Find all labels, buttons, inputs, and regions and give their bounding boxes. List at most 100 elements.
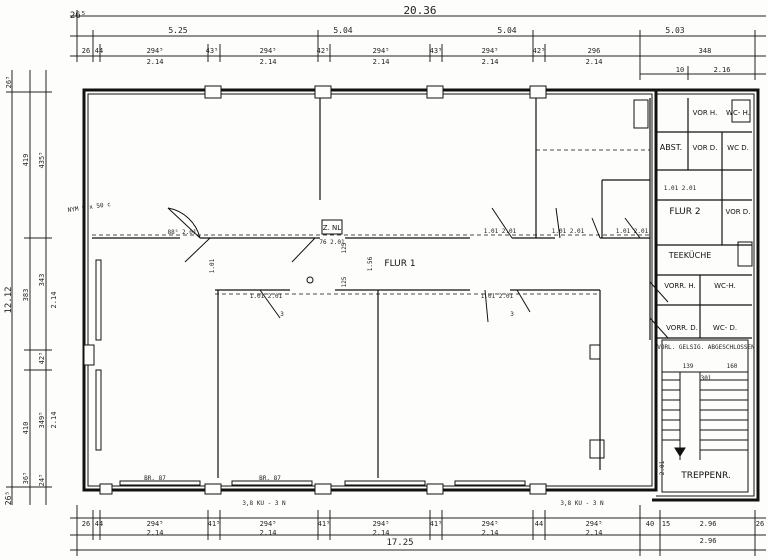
misc-label: 125: [341, 242, 348, 253]
door-dimension-labels: 88⁵ 2.01 76 2.01 1.01 2.01 1.01 2.01 1.0…: [168, 185, 697, 300]
door-swings: [167, 207, 669, 339]
bottom-detail: 294⁵: [373, 520, 390, 528]
overall-left-dim: 12.12: [4, 286, 14, 313]
bottom-detail: 44: [535, 520, 543, 528]
bottom-detail: 15: [662, 520, 670, 528]
bottom-dimension-chains: [70, 505, 766, 556]
bottom-sub: 2.14: [373, 529, 390, 537]
bottom-detail: 41⁵: [208, 520, 221, 528]
left-detail: 24⁵: [38, 474, 46, 487]
misc-label: 3: [280, 311, 284, 318]
bottom-detail: 294⁵: [260, 520, 277, 528]
top-segment-4: 5.03: [665, 26, 684, 35]
left-detail: 343: [38, 274, 46, 287]
left-detail: 26⁵: [5, 76, 13, 89]
top-detail: 294⁵: [482, 47, 499, 55]
left-detail: 2.14: [50, 412, 58, 429]
bottom-detail: 26: [82, 520, 90, 528]
misc-label: 2.01: [659, 460, 666, 475]
bottom-sub: 2.14: [482, 529, 499, 537]
bottom-detail: 41⁵: [318, 520, 331, 528]
top-detail: 43⁵: [430, 47, 443, 55]
top-detail: 42⁵: [533, 47, 546, 55]
left-detail: 42⁵: [38, 352, 46, 365]
bottom-detail: 26: [756, 520, 764, 528]
misc-label: BR. 87: [144, 475, 166, 482]
dashed-lines: [92, 149, 650, 295]
bottom-detail-labels: 26 44 294⁵ 41⁵ 294⁵ 41⁵ 294⁵ 41⁵ 294⁵ 44…: [82, 520, 764, 545]
misc-labels: 125 1.56 125 1.01 3 3 BR. 87 BR. 87 3,8 …: [144, 242, 755, 507]
windows-top: [204, 85, 547, 99]
door-label: 1.01 2.01: [250, 293, 283, 300]
fixtures: [306, 99, 753, 459]
door-label: 1.01 2.01: [481, 293, 514, 300]
room-label-flur1: FLUR 1: [384, 259, 415, 269]
windows-bottom: [99, 480, 547, 495]
left-detail: 410: [22, 422, 30, 435]
bottom-detail: 2.96: [700, 520, 717, 528]
room-label-flur2: FLUR 2: [669, 207, 700, 217]
bottom-corner-dim: 26⁵: [4, 491, 13, 505]
misc-label: 1.01: [209, 258, 216, 273]
misc-label: 125: [341, 276, 348, 287]
misc-label: 301: [701, 375, 712, 382]
bottom-detail: 294⁵: [482, 520, 499, 528]
top-detail: 44: [95, 47, 103, 55]
bottom-detail: 44: [95, 520, 103, 528]
left-detail: 435⁵: [38, 152, 46, 169]
top-dimension-chains: [70, 10, 766, 80]
top-detail: 294⁵: [147, 47, 164, 55]
room-label-wc-d: WC D.: [727, 144, 749, 152]
room-label-abst: ABST.: [660, 143, 682, 152]
top-sub: 2.14: [147, 58, 164, 66]
bottom-detail: 294⁵: [586, 520, 603, 528]
top-sub: 2.14: [586, 58, 603, 66]
windows-left: [83, 259, 102, 451]
top-sub: 2.14: [373, 58, 390, 66]
top-detail: 296: [588, 47, 601, 55]
room-label-teekueche: TEEKÜCHE: [668, 250, 712, 260]
room-label-vorr-h: VORR. H.: [664, 282, 695, 290]
left-detail-labels: 26⁵ 419 435⁵ 383 343 2.14 42⁵ 410 349⁵ 2…: [5, 76, 58, 487]
top-detail: 294⁵: [373, 47, 390, 55]
room-label-treppenr: TREPPENR.: [680, 471, 731, 481]
door-label: 88⁵ 2.01: [168, 229, 197, 236]
room-label-vor-h: VOR H.: [693, 109, 718, 117]
room-label-vor-small: VOR D.: [726, 208, 751, 216]
room-label-wc-h2: WC-H.: [714, 282, 736, 290]
top-detail: 294⁵: [260, 47, 277, 55]
top-right-small: 2.16: [714, 66, 731, 74]
room-label-wc-d2: WC- D.: [713, 324, 737, 332]
door-label: 1.01 2.01: [616, 228, 649, 235]
bottom-detail: 41⁵: [430, 520, 443, 528]
left-detail: 349⁵: [38, 412, 46, 429]
left-detail: 383: [22, 289, 30, 302]
bottom-sub: 2.96: [700, 537, 717, 545]
top-segment-1: 5.25: [168, 26, 187, 35]
top-detail: 348: [699, 47, 712, 55]
room-label-znl: Z. NL: [323, 224, 341, 232]
room-label-vor-d: VOR D.: [693, 144, 718, 152]
top-detail: 42⁵: [317, 47, 330, 55]
staircase: [661, 339, 749, 493]
bottom-detail: 40: [646, 520, 654, 528]
misc-label: VORL. GELSIG. ABGESCHLOSSEN: [657, 344, 755, 351]
bottom-sub: 2.14: [147, 529, 164, 537]
top-detail: 43⁵: [206, 47, 219, 55]
exterior-walls: [82, 88, 760, 502]
door-label: 1.01 2.01: [552, 228, 585, 235]
top-segment-2: 5.04: [333, 26, 352, 35]
top-sub: 2.14: [260, 58, 277, 66]
misc-label: 3,8 KU - 3 N: [560, 500, 604, 507]
door-label: 1.01 2.01: [664, 185, 697, 192]
door-label: 1.01 2.01: [484, 228, 517, 235]
left-cable-note: NYM 9 x 50 c: [67, 201, 111, 214]
interior-walls: [92, 98, 752, 478]
top-right-small: 10: [676, 66, 684, 74]
top-sub: 2.14: [482, 58, 499, 66]
top-segment-3: 5.04: [497, 26, 516, 35]
left-dimension-chains: [6, 70, 52, 505]
misc-label: 3,8 KU - 3 N: [242, 500, 286, 507]
